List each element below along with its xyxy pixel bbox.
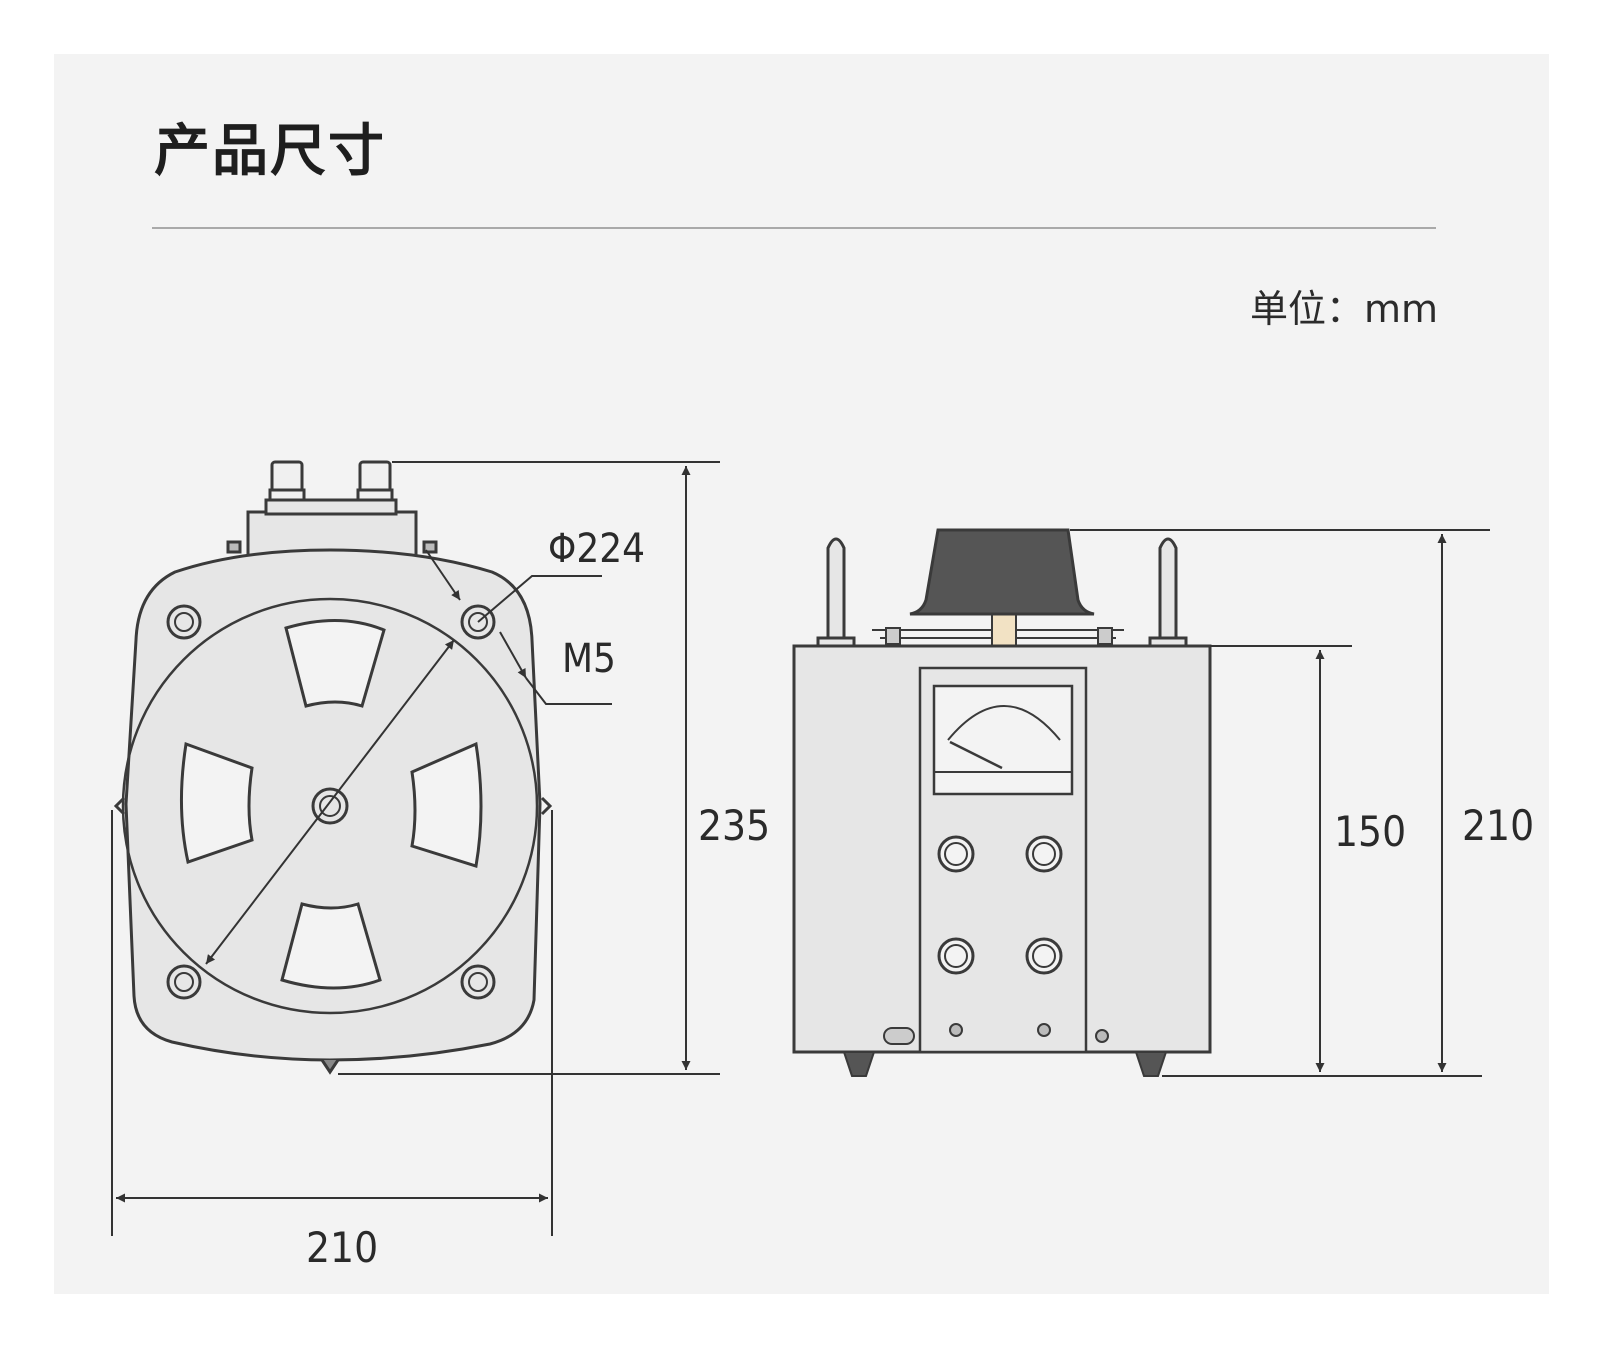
mount-hole-tl bbox=[166, 604, 202, 640]
hole-label: M5 bbox=[562, 636, 616, 682]
title-divider bbox=[152, 227, 1436, 229]
bolt-circle bbox=[121, 597, 539, 1015]
control-knob bbox=[909, 528, 1095, 616]
total-height-label: 210 bbox=[1462, 801, 1534, 850]
post-left bbox=[826, 537, 846, 646]
front-view bbox=[113, 460, 553, 1075]
height-label: 235 bbox=[698, 801, 770, 850]
body-height-label: 150 bbox=[1334, 807, 1406, 856]
side-view bbox=[792, 528, 1212, 1077]
side-dimensions bbox=[1070, 529, 1490, 1077]
knob-shaft bbox=[991, 613, 1017, 647]
diameter-leader bbox=[477, 575, 602, 623]
diameter-label: Φ224 bbox=[548, 526, 645, 572]
front-dimensions bbox=[111, 461, 720, 1236]
m5-leader bbox=[525, 677, 612, 705]
diameter-line bbox=[205, 639, 455, 965]
terminal-plate bbox=[264, 498, 398, 516]
post-right bbox=[1158, 537, 1178, 646]
page-title: 产品尺寸 bbox=[154, 119, 386, 184]
unit-label: 单位：mm bbox=[1249, 287, 1438, 331]
panel-terminal bbox=[937, 835, 1063, 975]
mount-hole-bl bbox=[166, 964, 202, 1000]
mount-hole-br bbox=[460, 964, 496, 1000]
meter bbox=[932, 684, 1074, 796]
foot-left bbox=[842, 1051, 876, 1077]
foot-right bbox=[1134, 1051, 1168, 1077]
width-label: 210 bbox=[306, 1223, 378, 1272]
meter-scale bbox=[947, 705, 1061, 741]
meter-needle bbox=[949, 740, 1003, 770]
